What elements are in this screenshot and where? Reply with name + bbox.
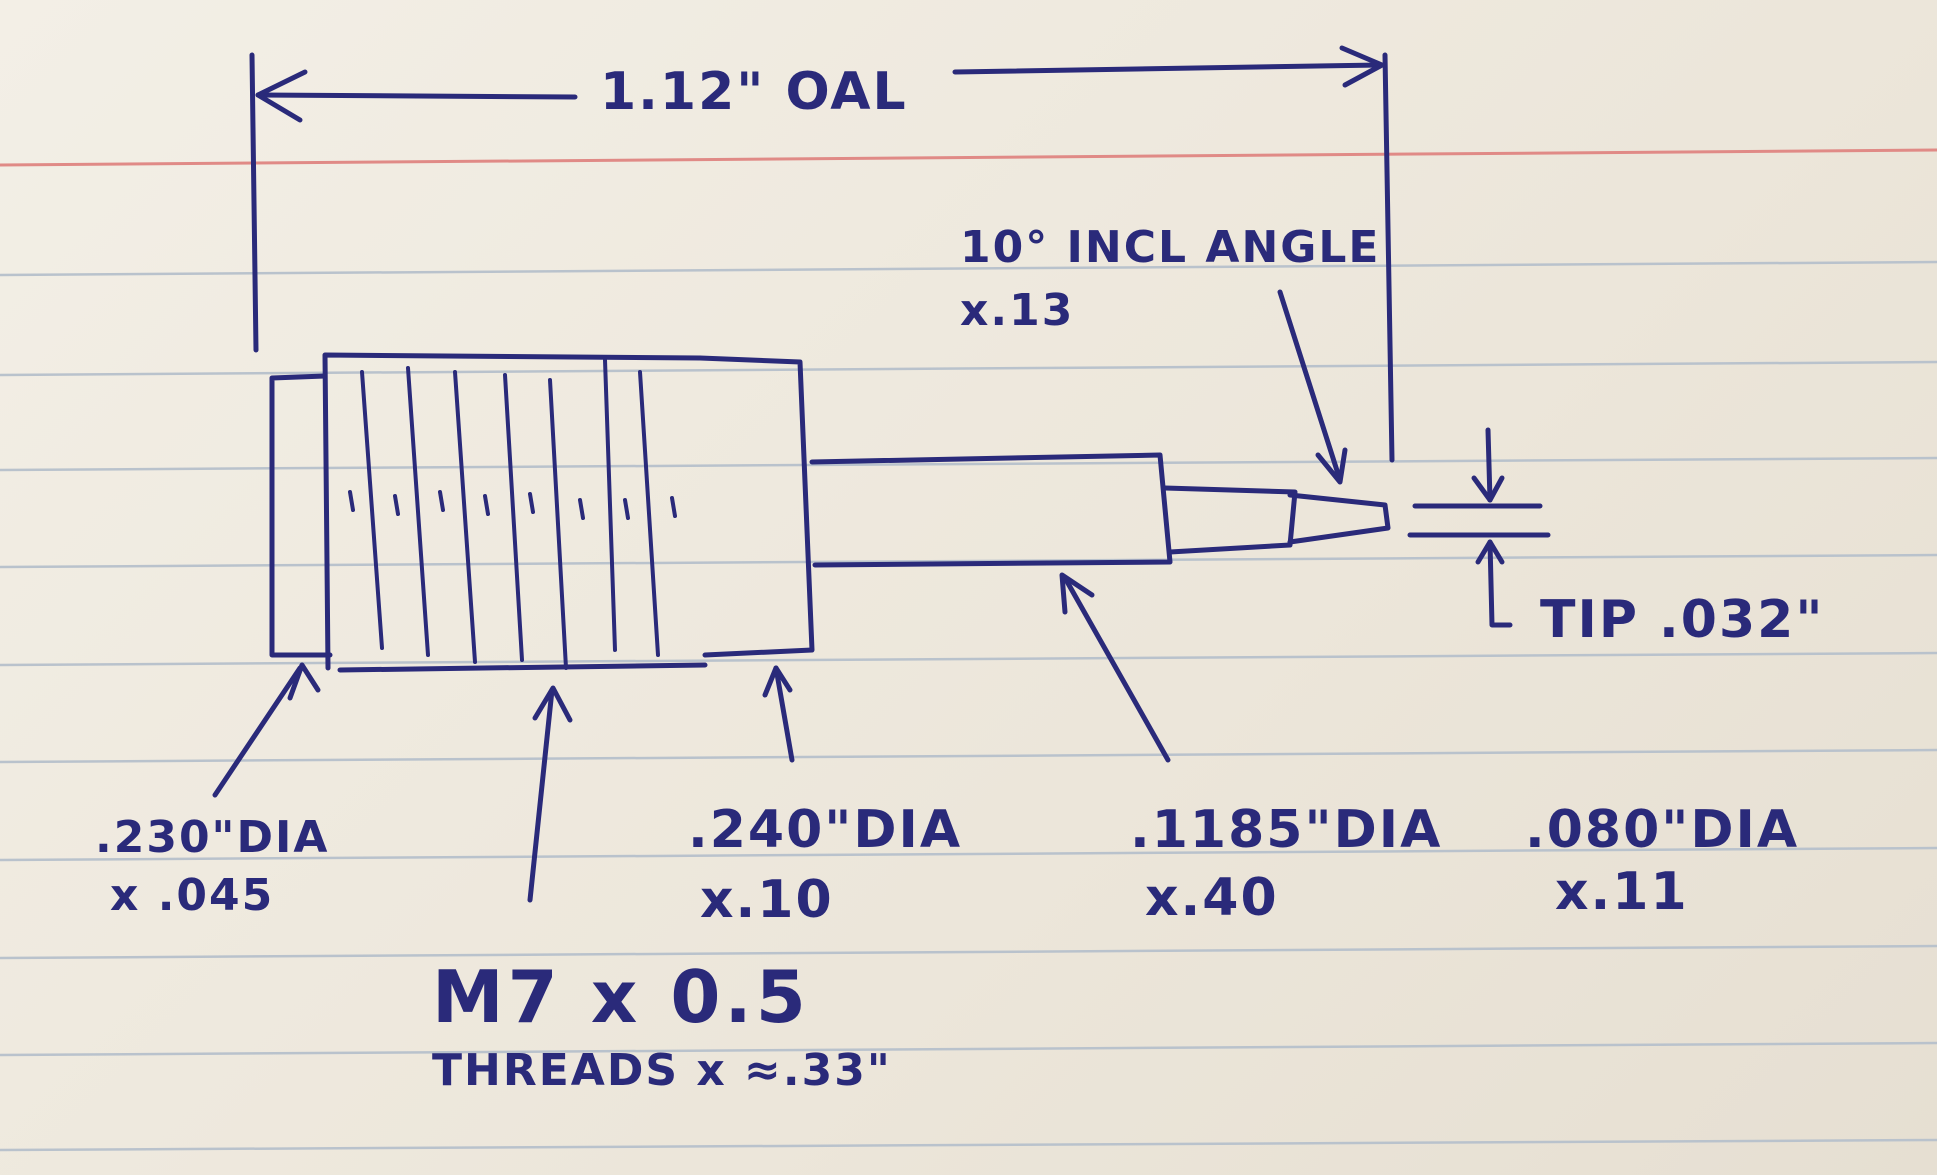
ruled-line <box>0 944 1937 960</box>
leader-thread <box>527 687 555 903</box>
oal-dim-line-right <box>952 62 1383 75</box>
thread-ticks <box>348 490 677 520</box>
angle-label-line2: x.13 <box>960 285 1075 336</box>
tip-label: TIP .032" <box>1540 590 1825 650</box>
leader-230 <box>212 665 303 798</box>
tip-leader <box>1487 539 1513 628</box>
ruled-line <box>0 360 1937 377</box>
shank-section <box>809 452 1173 568</box>
tip-arrowhead-upper <box>1471 475 1505 503</box>
part-outline <box>269 352 1391 673</box>
angle-leader <box>1277 289 1343 483</box>
oal-dimension <box>249 45 1395 463</box>
dia-230-label: .230"DIA <box>95 812 330 863</box>
thread-crest-lines <box>360 358 660 670</box>
dia-1185-label: .1185"DIA <box>1130 800 1443 860</box>
ruled-line <box>0 748 1937 764</box>
leaders <box>212 289 1348 903</box>
leader-240 <box>773 665 795 763</box>
oal-label: 1.12" OAL <box>600 62 908 122</box>
leader-1185 <box>1062 575 1171 763</box>
step-section <box>1162 485 1298 555</box>
tip-section <box>1287 492 1391 545</box>
dia-080-label: .080"DIA <box>1525 800 1800 860</box>
arrowhead-240 <box>762 665 793 698</box>
angle-label-line1: 10° INCL ANGLE <box>960 222 1381 273</box>
relief-section <box>269 373 333 658</box>
margin-line <box>0 148 1937 167</box>
ruled-line <box>0 846 1937 862</box>
ruled-line <box>0 553 1937 569</box>
arrowhead-1185 <box>1059 572 1095 615</box>
arrowhead-thread <box>532 685 573 723</box>
oal-dim-line-left <box>255 92 578 100</box>
angle-arrowhead <box>1315 447 1348 485</box>
ruled-line <box>0 1138 1937 1152</box>
thread-body <box>322 352 708 673</box>
arrowhead-230 <box>287 662 321 701</box>
oal-arrow-left <box>255 69 308 123</box>
thread-spec-label: M7 x 0.5 <box>432 955 810 1039</box>
dia-230-length: x .045 <box>110 870 275 921</box>
ruled-line <box>0 260 1937 277</box>
tip-arrow-upper <box>1485 427 1493 503</box>
ruled-line <box>0 651 1937 667</box>
ruled-line <box>0 456 1937 472</box>
dia-240-length: x.10 <box>700 870 834 930</box>
shoulder-section <box>697 355 815 658</box>
tip-dimension <box>1407 427 1551 628</box>
ruled-line <box>0 1041 1937 1057</box>
thread-length-label: THREADS x ≈.33" <box>432 1045 892 1096</box>
oal-extension-left <box>249 52 259 353</box>
oal-extension-right <box>1382 52 1395 463</box>
dia-080-length: x.11 <box>1555 862 1689 922</box>
dia-1185-length: x.40 <box>1145 868 1279 928</box>
dia-240-label: .240"DIA <box>688 800 963 860</box>
oal-arrow-right <box>1339 45 1385 88</box>
